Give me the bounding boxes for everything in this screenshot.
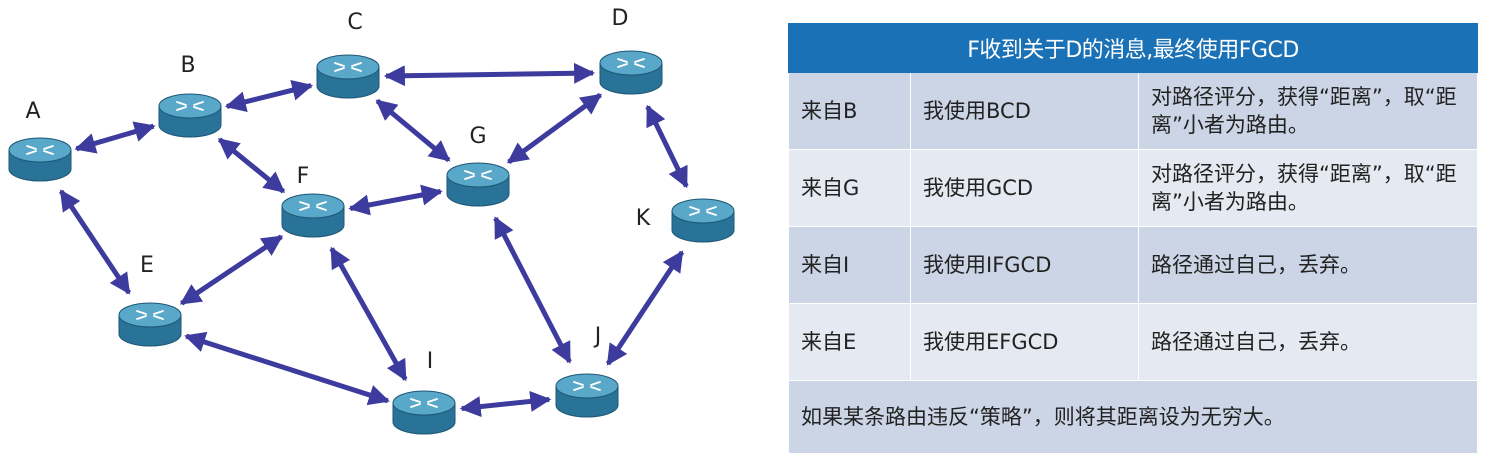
router-C: C [316, 10, 380, 99]
node-label-K: K [636, 206, 651, 231]
row-action: 路径通过自己，丢弃。 [1138, 226, 1478, 304]
link-E-I [184, 331, 390, 406]
router-G: G [446, 124, 510, 207]
node-label-J: J [593, 324, 602, 349]
node-label-E: E [140, 253, 154, 278]
node-label-A: A [25, 99, 40, 124]
router-icon [26, 145, 54, 155]
link-B-C [224, 79, 314, 113]
table-footer-row: 如果某条路由违反“策略”，则将其距离设为无穷大。 [788, 380, 1478, 454]
row-action: 路径通过自己，丢弃。 [1138, 303, 1478, 381]
router-icon [299, 201, 327, 211]
row-action: 对路径评分，获得“距离”，取“距离”小者为路由。 [1138, 72, 1478, 150]
row-path: 我使用BCD [910, 72, 1139, 150]
table-row: 来自B 我使用BCD 对路径评分，获得“距离”，取“距离”小者为路由。 [788, 72, 1478, 150]
link-D-K [645, 104, 689, 189]
row-source: 来自G [788, 149, 911, 227]
router-icon [689, 206, 717, 216]
row-path: 我使用GCD [910, 149, 1139, 227]
row-source: 来自B [788, 72, 911, 150]
node-label-D: D [612, 6, 629, 31]
router-D: D [599, 6, 663, 95]
routing-decision-table: F收到关于D的消息,最终使用FGCD 来自B 我使用BCD 对路径评分，获得“距… [788, 23, 1478, 454]
router-icon [617, 58, 645, 68]
router-J: J [555, 324, 619, 418]
link-C-D [383, 62, 596, 87]
router-A: A [8, 99, 72, 182]
router-B: B [158, 53, 222, 138]
router-K: K [636, 198, 735, 243]
router-E: E [118, 253, 182, 347]
table-row: 来自G 我使用GCD 对路径评分，获得“距离”，取“距离”小者为路由。 [788, 149, 1478, 227]
router-icon [573, 381, 601, 391]
policy-note: 如果某条路由违反“策略”，则将其距离设为无穷大。 [788, 380, 1478, 454]
node-label-F: F [297, 164, 310, 189]
row-source: 来自E [788, 303, 911, 381]
link-A-E [58, 189, 132, 295]
router-icon [136, 310, 164, 320]
node-label-G: G [469, 124, 486, 149]
table-row: 来自I 我使用IFGCD 路径通过自己，丢弃。 [788, 226, 1478, 304]
link-K-J [605, 250, 685, 366]
row-source: 来自I [788, 226, 911, 304]
link-G-J [493, 216, 572, 364]
table-row: 来自E 我使用EFGCD 路径通过自己，丢弃。 [788, 303, 1478, 381]
network-diagram: A B C D E F G I J K [8, 6, 735, 435]
link-A-B [74, 121, 156, 154]
node-label-B: B [180, 53, 195, 78]
link-C-G [375, 98, 451, 163]
node-label-C: C [347, 10, 362, 35]
link-E-F [179, 234, 284, 306]
link-D-G [506, 92, 603, 165]
row-path: 我使用IFGCD [910, 226, 1139, 304]
router-icon [176, 101, 204, 111]
row-path: 我使用EFGCD [910, 303, 1139, 381]
router-icon [334, 62, 362, 72]
router-I: I [392, 349, 456, 435]
row-action: 对路径评分，获得“距离”，取“距离”小者为路由。 [1138, 149, 1478, 227]
link-F-I [329, 246, 408, 382]
node-label-I: I [427, 349, 434, 374]
router-icon [410, 398, 438, 408]
link-I-J [459, 390, 552, 418]
router-icon [464, 170, 492, 180]
link-F-G [348, 184, 443, 216]
router-F: F [281, 164, 345, 238]
link-B-F [217, 137, 286, 194]
table-header: F收到关于D的消息,最终使用FGCD [788, 23, 1478, 73]
